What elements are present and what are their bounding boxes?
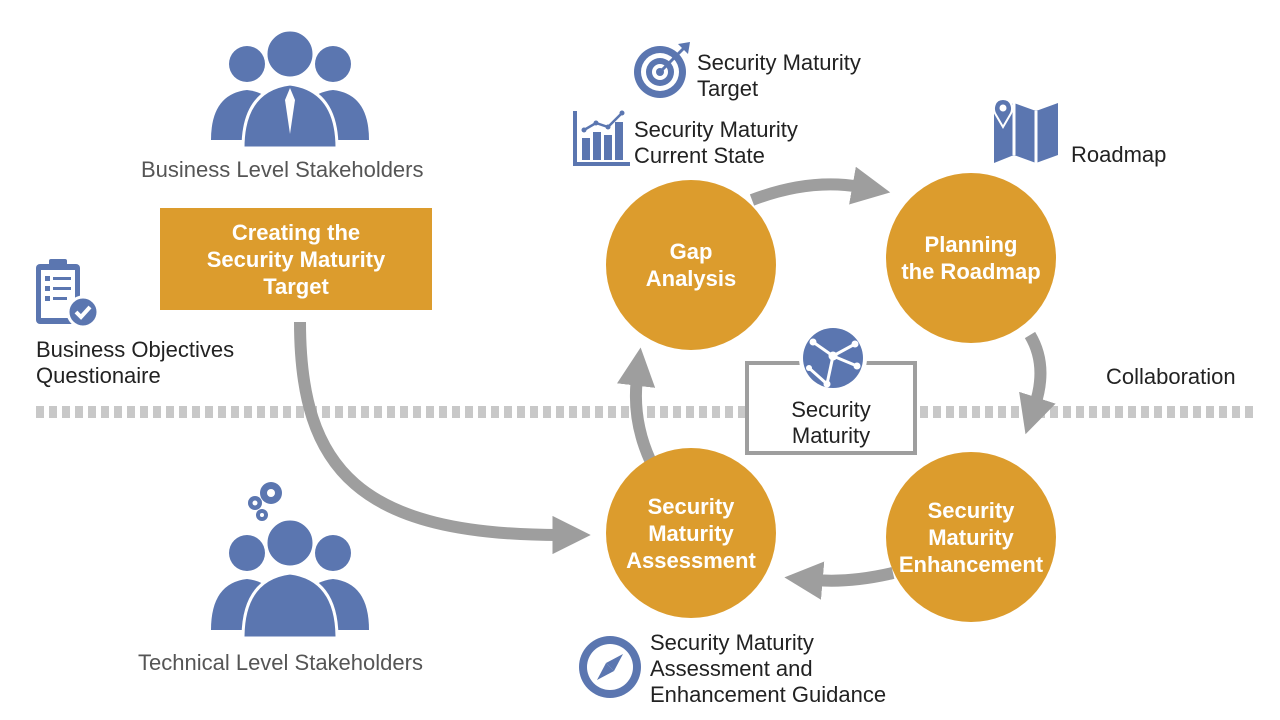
business-stakeholders-label: Business Level Stakeholders xyxy=(141,157,424,182)
arrow-enhancement-to-assessment xyxy=(784,561,895,600)
assessment-circle: Security Maturity Assessment xyxy=(606,448,776,618)
security-maturity-box: Security Maturity xyxy=(745,361,917,455)
arrow-planning-to-enhancement xyxy=(1019,331,1056,435)
gap-analysis-label: Gap Analysis xyxy=(645,239,737,291)
technical-stakeholders-label: Technical Level Stakeholders xyxy=(138,650,423,675)
clipboard-check-icon xyxy=(36,259,100,329)
arrow-gap-to-planning xyxy=(749,166,891,206)
planning-roadmap-label: Planning the Roadmap xyxy=(901,232,1041,284)
creating-target-label: Creating the Security Maturity Target xyxy=(206,219,386,299)
enhancement-circle: Security Maturity Enhancement xyxy=(886,452,1056,622)
questionnaire-label: Business Objectives Questionaire xyxy=(36,337,235,388)
people-group-icon xyxy=(211,28,369,150)
current-state-annotation: Security Maturity Current State xyxy=(634,117,798,168)
target-annotation: Security Maturity Target xyxy=(697,50,861,101)
enhancement-label: Security Maturity Enhancement xyxy=(898,497,1044,577)
planning-roadmap-circle: Planning the Roadmap xyxy=(886,173,1056,343)
security-maturity-label: Security Maturity xyxy=(791,397,871,448)
arrow-assessment-to-gap xyxy=(617,347,656,463)
gap-analysis-circle: Gap Analysis xyxy=(606,180,776,350)
creating-target-box: Creating the Security Maturity Target xyxy=(160,208,432,310)
collaboration-label: Collaboration xyxy=(1106,364,1236,389)
people-group-gears-icon xyxy=(211,482,369,640)
globe-network-icon xyxy=(799,324,867,392)
guidance-annotation: Security Maturity Assessment and Enhance… xyxy=(650,630,887,707)
bar-chart-icon xyxy=(573,110,630,166)
arrow-target-to-assessment xyxy=(294,321,591,555)
roadmap-annotation: Roadmap xyxy=(1071,142,1167,167)
target-arrow-icon xyxy=(634,42,690,98)
compass-icon xyxy=(579,636,641,698)
assessment-label: Security Maturity Assessment xyxy=(626,493,756,573)
map-pin-icon xyxy=(993,97,1058,163)
